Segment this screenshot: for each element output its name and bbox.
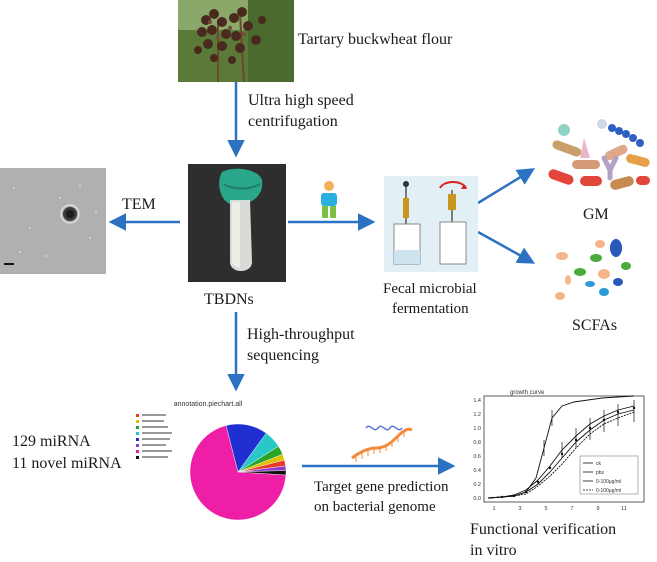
pie-chart-title: annotation.piechart.all bbox=[174, 401, 243, 408]
arrow-fermentation-to-scfas bbox=[477, 230, 536, 264]
gut-microbiota-illustration bbox=[548, 119, 650, 190]
growth-legend: ck pbs 0-100μg/ml 0-100μg/ml bbox=[579, 455, 639, 495]
x-tick: 9 bbox=[596, 506, 599, 512]
y-tick: 0.8 bbox=[473, 440, 481, 446]
x-tick: 1 bbox=[492, 506, 495, 512]
label-fecal-microbial: Fecal microbial bbox=[383, 281, 477, 297]
legend-item: pbs bbox=[596, 470, 605, 476]
scfas-illustration bbox=[555, 239, 631, 300]
pie-slice bbox=[237, 470, 287, 476]
label-tem: TEM bbox=[122, 196, 156, 213]
label-high-throughput: High-throughput bbox=[247, 326, 355, 343]
label-tartary-buckwheat-flour: Tartary buckwheat flour bbox=[298, 31, 453, 48]
label-novel-mirna: 11 novel miRNA bbox=[12, 455, 122, 472]
x-tick: 7 bbox=[570, 506, 573, 512]
x-tick: 11 bbox=[621, 506, 627, 512]
label-sequencing: sequencing bbox=[247, 347, 319, 364]
pie-legend bbox=[136, 414, 172, 459]
label-in-vitro: in vitro bbox=[470, 542, 517, 559]
legend-item: ck bbox=[596, 461, 602, 467]
y-tick: 0.6 bbox=[473, 454, 481, 460]
growth-curve-chart: growth curve 1.4 1.2 1.0 0.8 0.6 0.4 0.2… bbox=[462, 384, 650, 516]
growth-plot-frame bbox=[483, 395, 645, 503]
label-mirna-count: 129 miRNA bbox=[12, 433, 91, 450]
y-tick: 0.0 bbox=[473, 496, 481, 502]
label-fermentation: fermentation bbox=[392, 301, 469, 317]
growth-chart-title: growth curve bbox=[510, 390, 545, 396]
buckwheat-photo bbox=[178, 0, 294, 82]
y-tick: 0.2 bbox=[473, 482, 481, 488]
pie-slices bbox=[189, 423, 287, 521]
y-axis-ticks: 1.4 1.2 1.0 0.8 0.6 0.4 0.2 0.0 bbox=[473, 398, 481, 502]
y-tick: 1.0 bbox=[473, 426, 481, 432]
legend-item: 0-100μg/ml bbox=[596, 479, 621, 485]
arrow-fermentation-to-gm bbox=[477, 168, 535, 205]
growth-curve-2 bbox=[487, 405, 635, 499]
legend-item: 0-100μg/ml bbox=[596, 488, 621, 494]
data-markers bbox=[500, 406, 636, 499]
label-tbdns: TBDNs bbox=[204, 291, 254, 308]
label-bacterial-genome: on bacterial genome bbox=[314, 499, 436, 515]
tbdns-tube-photo bbox=[188, 164, 286, 282]
mirna-pie-chart: annotation.piechart.all bbox=[136, 401, 287, 521]
label-scfas: SCFAs bbox=[572, 317, 618, 334]
x-tick: 3 bbox=[518, 506, 521, 512]
x-axis-ticks: 1 3 5 7 9 11 bbox=[492, 506, 626, 512]
label-gm: GM bbox=[583, 206, 609, 223]
growth-curve-4 bbox=[487, 411, 635, 499]
y-tick: 0.4 bbox=[473, 468, 481, 474]
person-icon bbox=[321, 181, 337, 218]
y-tick: 1.4 bbox=[473, 398, 481, 404]
tem-micrograph bbox=[0, 168, 106, 274]
label-centrifugation: centrifugation bbox=[248, 113, 338, 130]
label-target-gene-prediction: Target gene prediction bbox=[314, 479, 449, 495]
y-tick: 1.2 bbox=[473, 412, 481, 418]
gene-strand-icon bbox=[351, 425, 413, 462]
label-functional-verification: Functional verification bbox=[470, 521, 617, 538]
fermentation-illustration bbox=[384, 176, 478, 272]
label-ultra-high-speed: Ultra high speed bbox=[248, 92, 354, 109]
pie-slice bbox=[189, 425, 287, 521]
x-tick: 5 bbox=[544, 506, 547, 512]
